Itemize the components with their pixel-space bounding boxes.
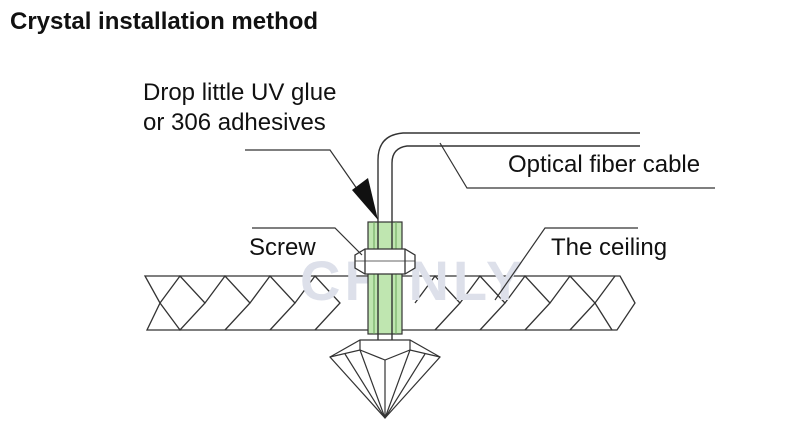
- glue-label-line1: Drop little UV glue: [143, 79, 337, 106]
- fiber-cable-label: Optical fiber cable: [508, 151, 701, 178]
- fiber-cable: [377, 132, 640, 340]
- fiber-leader: [439, 142, 715, 189]
- glue-label: Drop little UV glue or 306 adhesives: [143, 78, 336, 138]
- glue-pointer: [245, 149, 378, 220]
- glue-label-line2: or 306 adhesives: [143, 109, 326, 136]
- screw-rod: [367, 221, 403, 335]
- screw-leader: [252, 227, 363, 256]
- screw-label: Screw: [249, 234, 316, 261]
- ceiling-label: The ceiling: [551, 234, 668, 261]
- nut: [354, 248, 416, 275]
- diagram-title: Crystal installation method: [10, 8, 319, 35]
- ceiling-leader: [494, 227, 638, 301]
- crystal: [329, 339, 441, 419]
